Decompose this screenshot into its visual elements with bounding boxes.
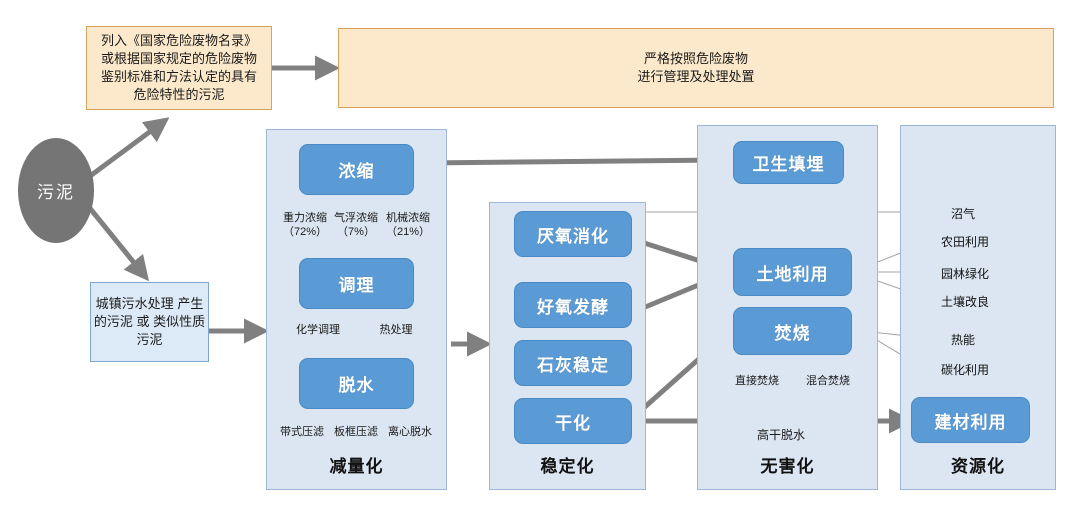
process-box-incineration-label: 焚烧 [774, 323, 811, 343]
caption-thermal-treatment: 热处理 [379, 324, 413, 336]
municipal-note-line-4: 类似性质污泥 [136, 314, 206, 347]
process-box-thickening-label: 浓缩 [338, 162, 375, 181]
resource-output-carbonization: 碳化利用 [941, 363, 990, 377]
hazardous-management-banner: 严格按照危险废物 进行管理及处理处置 [338, 28, 1054, 108]
process-box-thickening[interactable]: 浓缩 [299, 144, 414, 195]
process-box-drying[interactable]: 干化 [514, 398, 632, 444]
resource-output-soil-improvement: 土壤改良 [941, 295, 990, 309]
process-box-aerobic-fermentation-label: 好氧发酵 [537, 297, 609, 317]
process-box-drying-label: 干化 [555, 413, 591, 433]
process-box-land-utilization-label: 土地利用 [756, 264, 829, 284]
panel-stabilization-title: 稳定化 [540, 457, 595, 476]
caption-chemical-conditioning: 化学调理 [296, 324, 340, 336]
caption-mechanical-thickening: 机械浓缩（21%） [385, 212, 431, 238]
municipal-sludge-note-box: 城镇污水处理 产生的污泥 或 类似性质污泥 [90, 282, 209, 362]
hazardous-criteria-line-3: 鉴别标准和方法认定的具有 [100, 69, 257, 84]
process-box-land-utilization[interactable]: 土地利用 [733, 248, 852, 296]
flow-label-high-dry-dewatering: 高干脱水 [757, 428, 806, 442]
process-box-conditioning[interactable]: 调理 [299, 258, 414, 309]
panel-resource-title: 资源化 [951, 457, 1005, 476]
process-box-aerobic-fermentation[interactable]: 好氧发酵 [514, 282, 632, 328]
resource-output-farmland: 农田利用 [941, 235, 990, 249]
resource-output-thermal-energy: 热能 [951, 333, 976, 347]
process-box-dewatering[interactable]: 脱水 [299, 358, 414, 409]
caption-gravity-thickening: 重力浓缩（72%） [282, 212, 328, 238]
hazardous-banner-line-2: 进行管理及处理处置 [637, 69, 755, 84]
caption-plate-frame-press: 板框压滤 [334, 426, 378, 438]
hazardous-criteria-line-1: 列入《国家危险废物名录》 [100, 33, 257, 48]
edge-thicken-to-landfill [423, 147, 729, 173]
resource-output-landscaping: 园林绿化 [941, 267, 990, 281]
hazardous-sludge-criteria-box: 列入《国家危险废物名录》 或根据国家规定的危险废物 鉴别标准和方法认定的具有 危… [86, 26, 272, 110]
panel-reduction-title: 减量化 [329, 457, 384, 476]
process-box-sanitary-landfill-label: 卫生填埋 [752, 155, 825, 174]
process-box-lime-stabilization-label: 石灰稳定 [537, 355, 609, 375]
process-box-anaerobic-digestion[interactable]: 厌氧消化 [514, 211, 632, 257]
municipal-note-line-2: 产生的污泥 [93, 296, 204, 329]
panel-harmless-title: 无害化 [760, 457, 815, 476]
hazardous-banner-line-1: 严格按照危险废物 [643, 51, 748, 66]
process-box-conditioning-label: 调理 [338, 276, 375, 295]
sludge-source-ellipse: 污泥 [18, 138, 94, 243]
sludge-source-label: 污泥 [37, 183, 75, 202]
municipal-note-line-1: 城镇污水处理 [95, 296, 174, 311]
caption-direct-incineration: 直接焚烧 [735, 375, 779, 387]
caption-flotation-thickening: 气浮浓缩（7%） [334, 212, 378, 238]
hazardous-criteria-line-2: 或根据国家规定的危险废物 [100, 51, 257, 66]
process-box-sanitary-landfill[interactable]: 卫生填埋 [733, 141, 844, 184]
process-box-building-material[interactable]: 建材利用 [911, 397, 1030, 443]
process-box-lime-stabilization[interactable]: 石灰稳定 [514, 340, 632, 386]
process-box-anaerobic-digestion-label: 厌氧消化 [537, 226, 609, 246]
caption-co-incineration: 混合焚烧 [806, 375, 850, 387]
caption-belt-filter-press: 带式压滤 [280, 426, 324, 438]
hazardous-criteria-line-4: 危险特性的污泥 [133, 87, 225, 102]
process-box-building-material-label: 建材利用 [934, 412, 1007, 432]
caption-centrifugal-dewatering: 离心脱水 [388, 426, 432, 438]
process-box-dewatering-label: 脱水 [338, 376, 375, 395]
process-box-incineration[interactable]: 焚烧 [733, 307, 852, 355]
municipal-note-line-3: 或 [136, 314, 150, 329]
resource-output-biogas: 沼气 [951, 207, 976, 221]
